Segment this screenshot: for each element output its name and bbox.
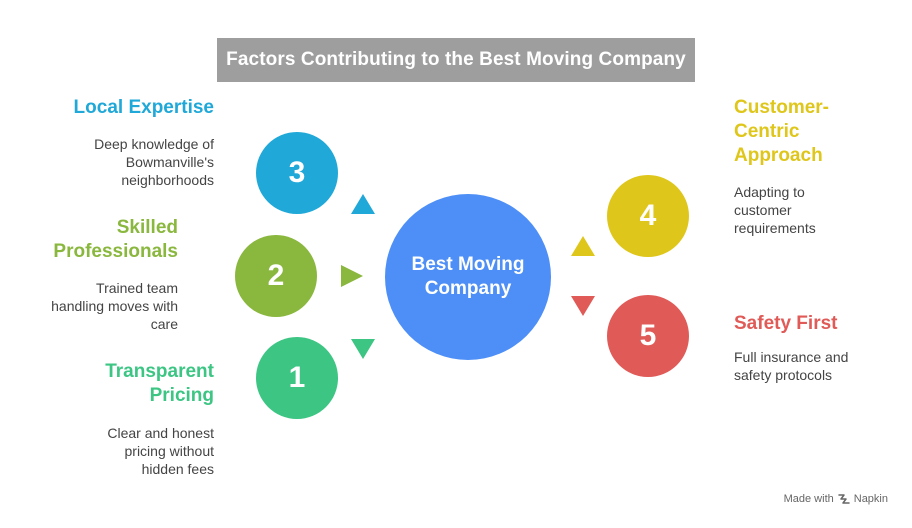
made-with-text: Made with [783,493,834,505]
arrow-down-icon [351,339,375,359]
diagram-title: Factors Contributing to the Best Moving … [217,38,695,82]
factor-5-description: Full insurance and safety protocols [734,349,849,383]
factor-4-description: Adapting to customer requirements [734,184,816,236]
factor-3-description: Deep knowledge of Bowmanville's neighbor… [94,136,214,188]
center-circle: Best Moving Company [385,194,551,360]
made-with-napkin-footer[interactable]: Made with Napkin [784,493,888,505]
factor-2-heading: Skilled Professionals [53,217,178,262]
factor-4-circle: 4 [607,175,689,257]
factor-1-heading: Transparent Pricing [105,361,214,406]
napkin-logo-icon [838,493,850,505]
factor-3-heading: Local Expertise [73,97,214,118]
factor-1-description: Clear and honest pricing without hidden … [107,425,214,477]
factor-2-circle: 2 [235,235,317,317]
factor-4-heading: Customer- Centric Approach [734,97,830,166]
arrow-down-icon [571,296,595,316]
napkin-brand-text: Napkin [853,493,888,505]
arrow-up-icon [571,236,595,256]
arrow-up-icon [351,194,375,214]
factor-1-circle: 1 [256,337,338,419]
factor-2-description: Trained team handling moves with care [51,280,178,332]
factor-5-heading: Safety First [734,313,838,334]
factor-5-circle: 5 [607,295,689,377]
factor-3-circle: 3 [256,132,338,214]
arrow-right-icon [341,265,363,287]
